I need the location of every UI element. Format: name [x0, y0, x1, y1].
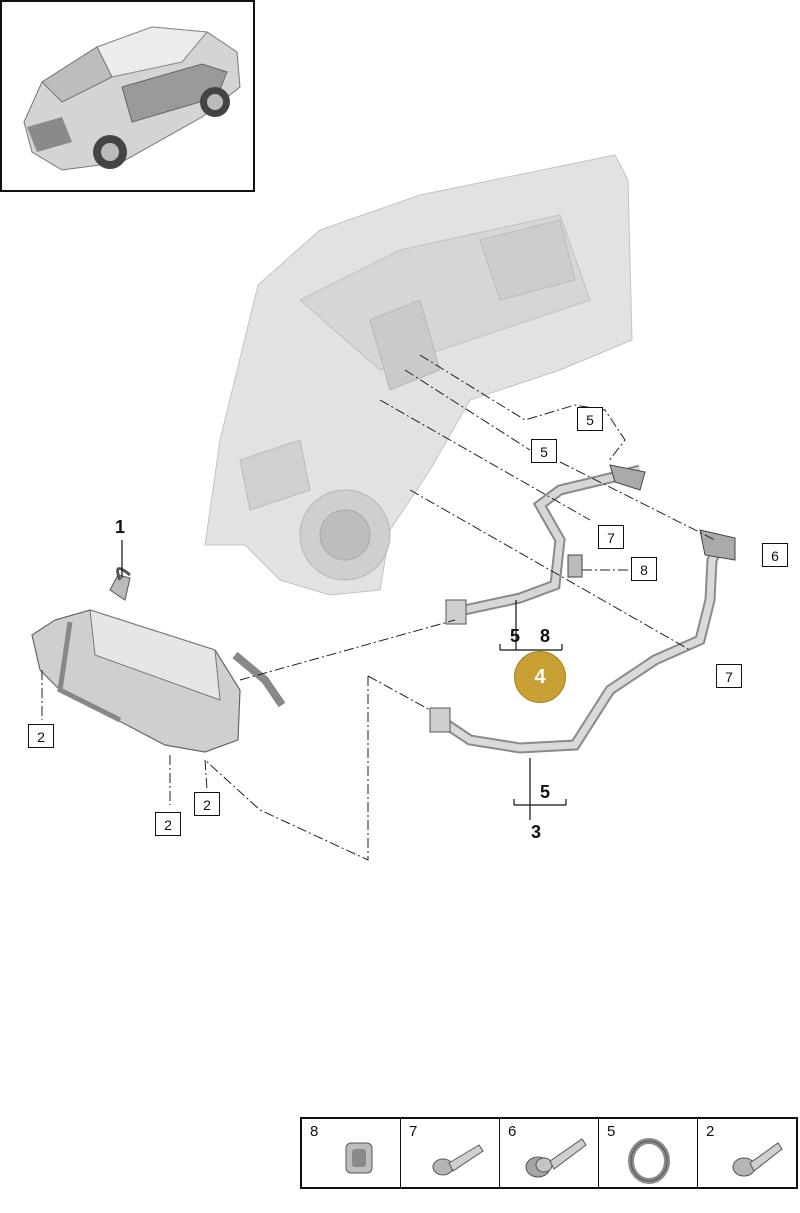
- callout-seal-top[interactable]: 5: [577, 407, 603, 431]
- legend-item-2[interactable]: 2: [698, 1119, 796, 1187]
- o-ring-icon: [628, 1138, 670, 1184]
- part-label-cooler: 1: [115, 517, 126, 537]
- callout-screw-cooler-left[interactable]: 2: [28, 724, 54, 748]
- short-screw-icon: [432, 1144, 484, 1176]
- upper-coolant-hose: [445, 464, 646, 625]
- group-label-lower-seal: 5: [540, 782, 551, 802]
- transmission-oil-cooler: [31, 567, 286, 753]
- group-brackets: [121, 540, 567, 820]
- legend-number: 8: [310, 1123, 319, 1140]
- callout-screw-cooler-bottom-a[interactable]: 2: [155, 812, 181, 836]
- group-label-clip: 8: [540, 626, 551, 646]
- part-label-lower-hose: 3: [531, 822, 542, 842]
- screw-icon: [732, 1142, 783, 1177]
- callout-screw-cooler-bottom-b[interactable]: 2: [194, 792, 220, 816]
- vehicle-illustration: [23, 26, 241, 171]
- legend-number: 5: [607, 1123, 616, 1140]
- legend-number: 2: [706, 1123, 715, 1140]
- clip-icon: [345, 1142, 373, 1174]
- callout-screw-mount-b[interactable]: 7: [716, 664, 742, 688]
- group-label-seal: 5: [510, 626, 521, 646]
- small-parts-legend: 8 7 6 5 2: [300, 1117, 798, 1189]
- leader-lines: [41, 354, 716, 861]
- vehicle-thumbnail: [0, 0, 255, 192]
- transmission-housing: [204, 154, 633, 596]
- lower-coolant-hose: [429, 529, 736, 754]
- highlighted-part-badge[interactable]: 4: [514, 651, 566, 703]
- flange-screw-icon: [525, 1138, 587, 1178]
- legend-number: 6: [508, 1123, 517, 1140]
- legend-item-7[interactable]: 7: [401, 1119, 500, 1187]
- callout-screw-mount-a[interactable]: 7: [598, 525, 624, 549]
- legend-item-6[interactable]: 6: [500, 1119, 599, 1187]
- callout-screw-flange[interactable]: 6: [762, 543, 788, 567]
- legend-item-8[interactable]: 8: [302, 1119, 401, 1187]
- callout-clip-mount[interactable]: 8: [631, 557, 657, 581]
- callout-seal-mid[interactable]: 5: [531, 439, 557, 463]
- legend-item-5[interactable]: 5: [599, 1119, 698, 1187]
- legend-number: 7: [409, 1123, 418, 1140]
